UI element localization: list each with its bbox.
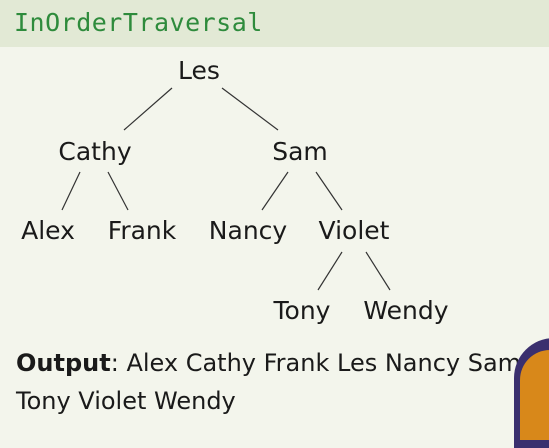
slide-title: InOrderTraversal (14, 8, 263, 37)
node-les: Les (178, 56, 220, 85)
edge-cathy-frank (107, 171, 129, 211)
output-line-1: Alex Cathy Frank Les Nancy Sam (126, 349, 522, 377)
output-separator: : (110, 349, 119, 377)
edge-les-cathy (123, 87, 173, 131)
node-sam: Sam (272, 137, 328, 166)
edge-cathy-alex (61, 171, 81, 211)
edge-les-sam (221, 87, 279, 131)
output-line-2: Tony Violet Wendy (16, 387, 236, 415)
edge-violet-tony (317, 251, 343, 291)
edge-sam-violet (315, 171, 343, 211)
node-cathy: Cathy (58, 137, 132, 166)
edge-violet-wendy (365, 251, 391, 291)
edge-sam-nancy (261, 171, 289, 211)
presenter-shoulder (520, 350, 549, 440)
node-wendy: Wendy (363, 296, 449, 325)
slide-title-bar: InOrderTraversal (0, 0, 549, 47)
node-nancy: Nancy (208, 216, 288, 245)
node-violet: Violet (318, 216, 390, 245)
traversal-output: Output: Alex Cathy Frank Les Nancy Sam T… (16, 344, 536, 420)
tree-edges (61, 87, 391, 291)
output-label: Output (16, 349, 111, 377)
node-tony: Tony (273, 296, 331, 325)
node-frank: Frank (107, 216, 177, 245)
node-alex: Alex (21, 216, 75, 245)
